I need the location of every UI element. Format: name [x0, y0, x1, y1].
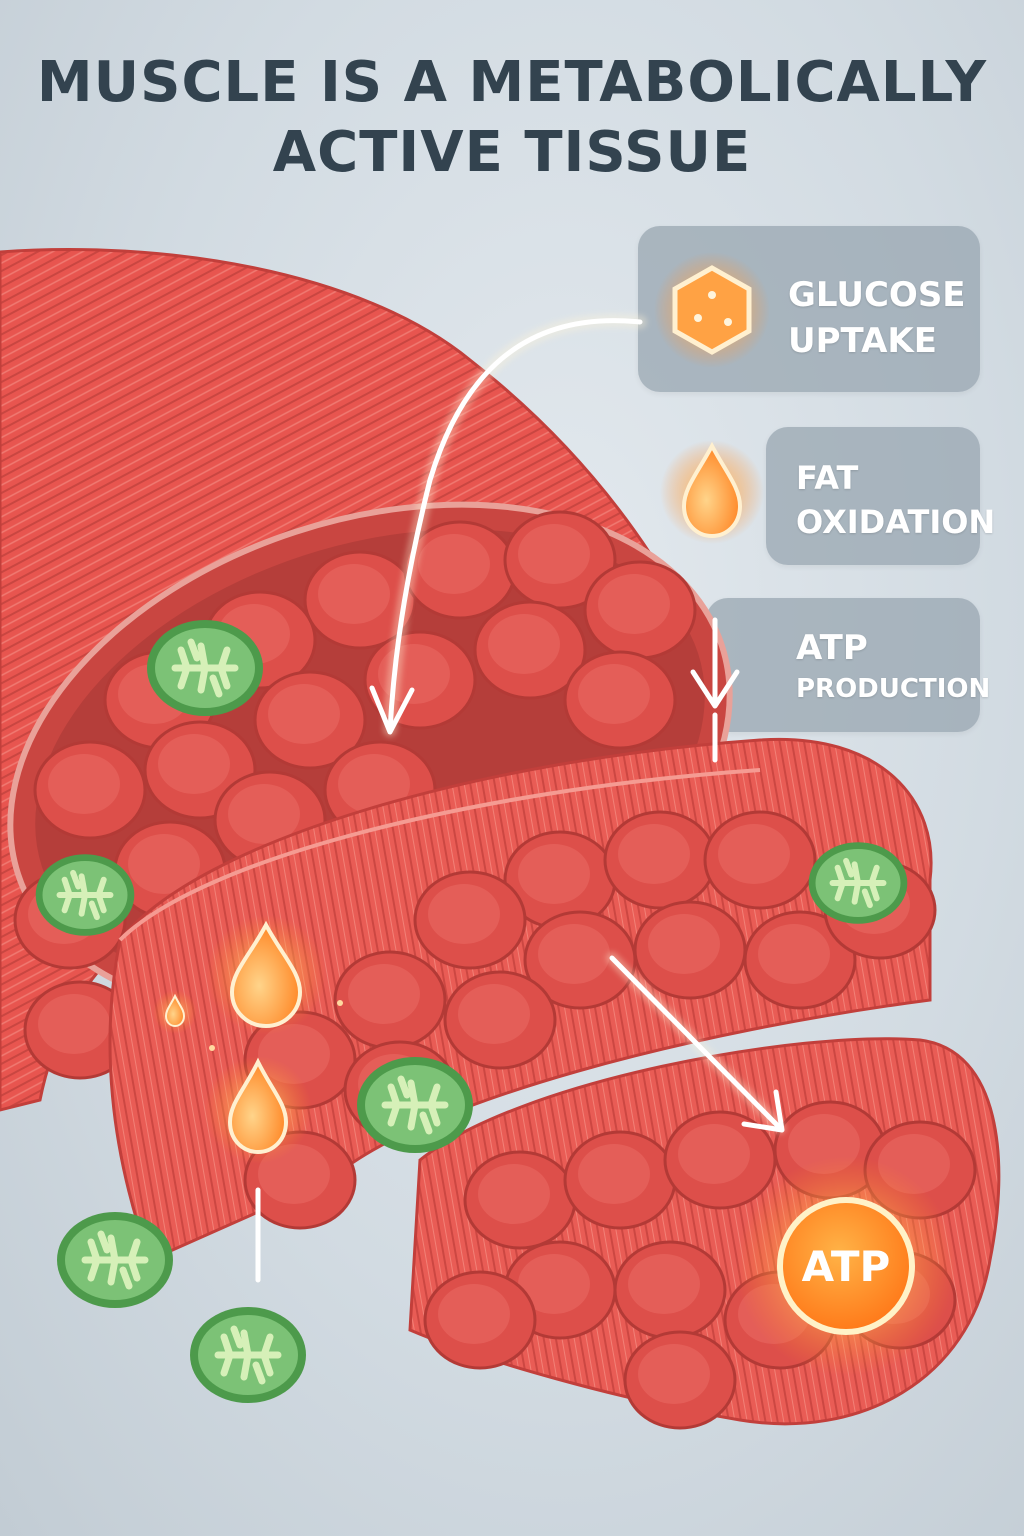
fat-droplet-icon	[206, 915, 326, 1035]
atp-production-panel	[706, 598, 980, 732]
fat-oxidation-label: FAT OXIDATION	[796, 459, 996, 541]
glucose-arrow	[369, 313, 647, 737]
mitochondrion-icon	[57, 1212, 173, 1308]
glucose-hexagon-icon	[654, 252, 770, 368]
title-line-2: ACTIVE TISSUE	[272, 120, 752, 185]
fat-droplet-icon	[660, 440, 764, 544]
mitochondrion-icon	[809, 842, 908, 924]
mitochondrion-icon	[190, 1307, 306, 1403]
glucose-uptake-label: GLUCOSE UPTAKE	[788, 275, 966, 361]
atp-arrow	[606, 952, 786, 1134]
atp-badge	[736, 1156, 956, 1376]
atp-production-label: ATP PRODUCTION	[796, 628, 991, 704]
fat-droplet-icon	[153, 990, 197, 1034]
page-title: MUSCLE IS A METABOLICALLY ACTIVE TISSUE	[0, 48, 1024, 188]
mitochondrion-icon	[36, 854, 135, 936]
mitochondrion-icon	[147, 620, 263, 716]
title-line-1: MUSCLE IS A METABOLICALLY	[36, 50, 988, 115]
middle-fascicle	[108, 737, 937, 1263]
fat-droplet-icon	[204, 1056, 312, 1164]
mitochondrion-icon	[357, 1057, 473, 1153]
atp-badge-label: ATP	[801, 1242, 891, 1291]
fat-oxidation-panel	[766, 427, 980, 565]
fat-arrow	[690, 614, 740, 766]
